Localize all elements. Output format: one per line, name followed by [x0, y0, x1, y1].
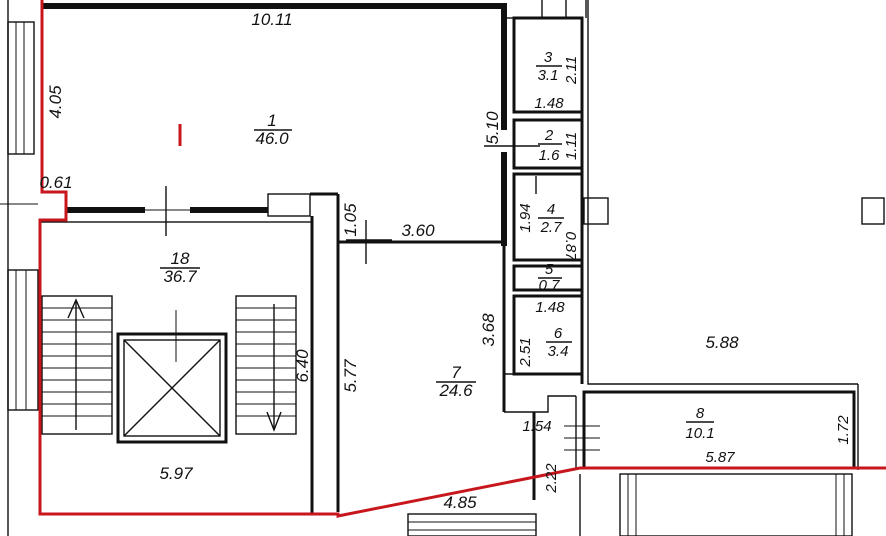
staircase-left [41, 295, 113, 435]
room-1-label: 1 46.0 [254, 111, 292, 148]
dim-r7-width: 1.54 [522, 418, 551, 435]
room-8-area: 10.1 [685, 425, 714, 442]
outer-walls [39, 3, 576, 515]
room-7-area: 24.6 [438, 381, 473, 400]
room-5-label: 5 0.7 [538, 261, 562, 294]
room-8-label: 8 10.1 [685, 405, 714, 442]
sanitary-block [504, 0, 587, 384]
left-facade-windows [0, 0, 39, 536]
dim-ledge: 0.61 [39, 173, 72, 192]
dim-r2-height: 1.11 [563, 132, 580, 160]
dim-r6-height: 2.51 [517, 337, 534, 367]
dim-r7-top: 3.60 [401, 221, 435, 240]
dim-outdoor-width: 5.88 [705, 333, 739, 352]
room-18-number: 18 [171, 249, 190, 268]
dim-r8-height: 1.72 [835, 415, 852, 445]
room-3-label: 3 3.1 [536, 49, 562, 84]
elevator-shaft [116, 310, 228, 444]
dim-bottom-width: 4.85 [443, 493, 477, 512]
room-3-number: 3 [544, 49, 553, 66]
room-4-area: 2.7 [540, 219, 563, 236]
apartment-boundary [38, 0, 886, 518]
dim-left-wall: 4.05 [46, 85, 65, 119]
room-18-area: 36.7 [163, 267, 197, 286]
room-7-label: 7 24.6 [436, 363, 476, 400]
dim-r4-height: 1.94 [517, 203, 534, 232]
room-2-number: 2 [544, 127, 554, 144]
dim-hall-height: 6.40 [293, 349, 312, 383]
staircase-right [235, 295, 297, 435]
dim-room1-depth: 5.10 [483, 111, 502, 145]
dim-hall-width: 5.97 [159, 464, 193, 483]
dim-corridor-width: 1.05 [341, 203, 360, 237]
room-7-number: 7 [451, 363, 461, 382]
dim-r3-height: 2.11 [563, 56, 580, 85]
dim-top-width: 10.11 [251, 10, 292, 29]
room-1-number: 1 [267, 111, 276, 130]
dim-r4-side: 0.87 [562, 231, 579, 261]
room-18-label: 18 36.7 [160, 249, 200, 286]
dim-r3-width: 1.48 [534, 95, 564, 112]
room-2-label: 2 1.6 [538, 127, 562, 164]
room-6-label: 6 3.4 [546, 325, 572, 360]
room-4-number: 4 [547, 201, 555, 218]
dim-hall-height-2: 5.77 [341, 359, 360, 393]
dim-r7-height: 3.68 [479, 313, 498, 347]
dim-r6-width: 1.48 [535, 299, 565, 316]
room-2-area: 1.6 [539, 147, 561, 164]
room-5-number: 5 [545, 261, 554, 278]
room-4-label: 4 2.7 [538, 201, 564, 236]
room-5-area: 0.7 [539, 277, 561, 294]
room-8-number: 8 [696, 405, 705, 422]
dim-r8-width: 5.87 [705, 449, 735, 466]
room-6-area: 3.4 [548, 343, 569, 360]
outdoor-area [564, 0, 859, 470]
room-1-area: 46.0 [255, 129, 289, 148]
room-6-number: 6 [554, 325, 563, 342]
columns [583, 197, 885, 225]
room-3-area: 3.1 [538, 67, 559, 84]
dim-r7-bottom: 2.22 [543, 463, 560, 494]
bottom-stairs [407, 473, 853, 536]
door-markers [145, 145, 540, 264]
